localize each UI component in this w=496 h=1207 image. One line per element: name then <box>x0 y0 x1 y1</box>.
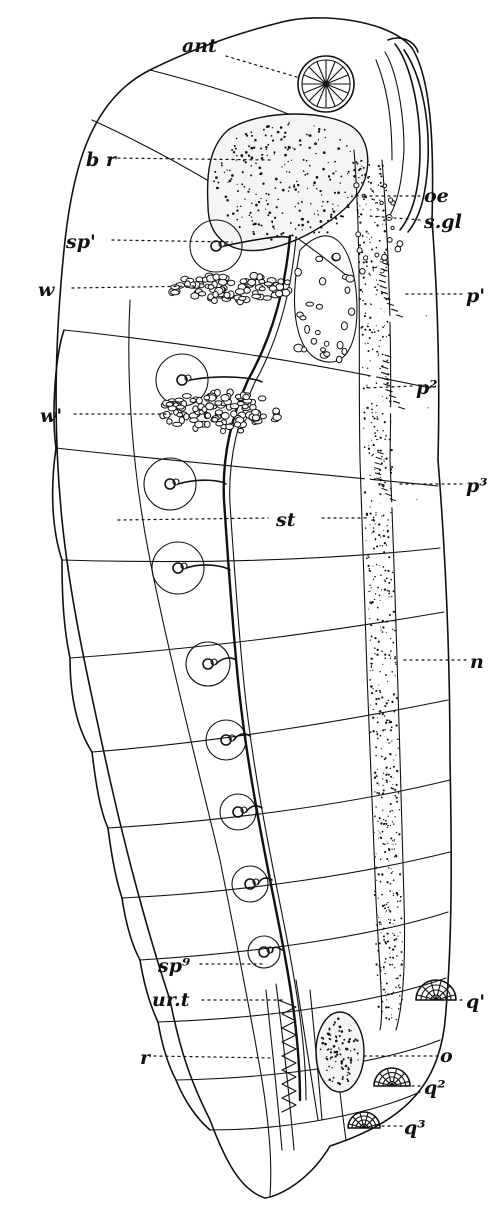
salivary-gland <box>294 235 358 363</box>
urinary-tubules <box>265 979 323 1151</box>
label-sp9: sp⁹ <box>157 955 191 977</box>
mouth-parts <box>375 37 430 233</box>
fat-body-w1 <box>159 388 282 435</box>
label-r: r <box>140 1047 152 1069</box>
leg-discs <box>364 261 430 508</box>
label-q1: q' <box>466 991 485 1013</box>
label-sp1: sp' <box>65 231 96 253</box>
tracheal-trunk <box>222 234 302 1102</box>
gonad-dots <box>319 1017 359 1086</box>
label-st: st <box>275 509 296 531</box>
label-p2: p² <box>416 377 438 399</box>
body-outline <box>55 17 452 1199</box>
posterior-discs <box>347 979 457 1129</box>
label-q2: q² <box>424 1077 446 1099</box>
label-o: o <box>440 1045 453 1067</box>
label-br: b r <box>86 149 118 171</box>
nerve-cord <box>353 149 383 1031</box>
brain <box>206 113 369 252</box>
tracheal-trunk-inner <box>229 237 307 1101</box>
salivary-gland-cells <box>293 182 404 364</box>
label-oe: oe <box>424 185 449 207</box>
label-sgl: s.gl <box>423 211 462 233</box>
label-q3: q³ <box>404 1117 426 1139</box>
label-w: w <box>38 279 55 301</box>
labels: ant b r oe s.gl sp' w p' p² w' p³ st n s… <box>38 35 488 1139</box>
antenna-disc <box>297 55 355 113</box>
label-p3: p³ <box>466 475 488 497</box>
label-p1: p' <box>466 285 485 307</box>
lateral-line <box>128 299 272 1197</box>
gonad <box>315 1011 365 1093</box>
nerve-cord-dots <box>355 159 404 1021</box>
gonad-duct <box>339 1091 347 1141</box>
label-w1: w' <box>40 405 62 427</box>
spiracles <box>143 219 291 969</box>
brain-dots <box>213 122 360 241</box>
label-n: n <box>470 651 484 673</box>
fat-body-w <box>168 271 293 306</box>
segment-bulges <box>51 329 211 1131</box>
nerve-cord-right <box>381 159 406 1031</box>
label-urt: ur.t <box>152 989 190 1011</box>
label-ant: ant <box>182 35 217 57</box>
leader-lines <box>71 55 467 1127</box>
